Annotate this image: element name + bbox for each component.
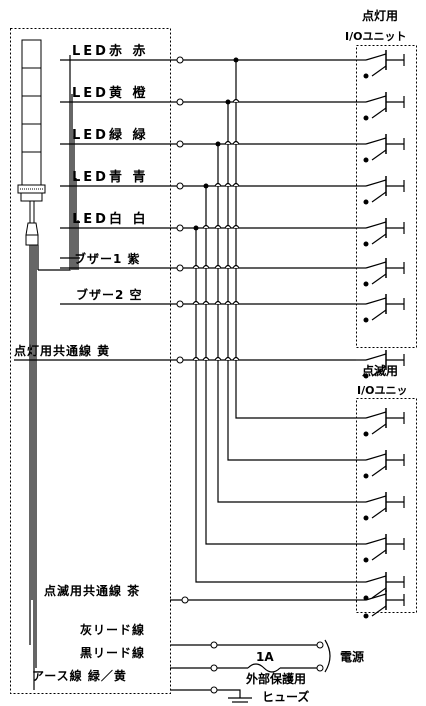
power-section [170,639,331,703]
wire-hop [192,300,200,305]
tower-fanout [29,55,80,690]
transistor-icon [356,176,405,205]
terminal-circle [176,224,184,232]
wire-hop [232,98,240,103]
wire-label: LED青 青 [72,169,148,185]
flashing-unit-subtitle: I/Oユニッ [357,384,407,397]
terminal-circle [176,182,184,190]
junction-dot [215,141,221,147]
wire-hop [214,224,222,229]
transistor-icon [356,294,405,323]
wire-hop [224,356,232,361]
flashing-io-unit-box [356,398,417,613]
fuse-label: 外部保護用 [246,671,306,686]
wire-label: アース線 緑／黄 [32,668,127,683]
wire-label: LED黄 橙 [72,85,148,101]
fuse-label: ヒューズ [262,689,309,704]
wire-label: 点滅用共通線 茶 [44,583,140,598]
junction-dot [193,225,199,231]
wire-hop [202,224,210,229]
wire-hop [232,300,240,305]
transistor-icon [356,258,405,287]
terminal-circle [176,140,184,148]
wire-hop [224,300,232,305]
wire-hop [202,300,210,305]
power-label: 電源 [340,649,364,664]
branch-wire [235,60,356,419]
wire-label: LED緑 緑 [72,127,148,143]
tower-enclosure [10,28,171,694]
terminal-circle [210,641,218,649]
wire-hop [214,264,222,269]
transistor-icon [356,350,405,379]
wire-hop [192,356,200,361]
lighting-unit-title: 点灯用 [362,8,398,23]
wire-label: 灰リード線 [80,622,145,637]
wire-hop [224,182,232,187]
lighting-unit-subtitle: I/Oユニット [345,30,406,43]
terminal-circle [181,596,189,604]
branch-wire [227,102,356,461]
wire-label: LED赤 赤 [72,43,148,59]
wire-hop [232,182,240,187]
terminal-circle [176,264,184,272]
wire-label: LED白 白 [72,211,148,227]
transistor-icon [356,590,405,619]
wire-label: ブザー1 紫 [74,251,141,266]
transistor-icon [356,492,405,521]
power-terminal [316,664,324,672]
transistor-icon [356,92,405,121]
wire-hop [232,140,240,145]
fuse-rating: 1A [256,650,274,664]
wire-hop [202,264,210,269]
transistor-icon [356,572,405,601]
wire-hop [202,356,210,361]
wire-hop [224,264,232,269]
terminal-circle [210,686,218,694]
power-terminal [316,641,324,649]
transistor-icon [356,534,405,563]
transistor-icon [356,50,405,79]
branch-wire [195,228,356,583]
wire-hop [192,264,200,269]
branch-wire [205,186,356,545]
lighting-io-unit-box [356,45,417,348]
wire-hop [214,356,222,361]
transistor-icon [356,218,405,247]
transistor-icon [356,450,405,479]
transistor-icon [356,408,405,437]
terminal-circle [176,56,184,64]
terminal-circle [176,356,184,364]
wire-label: ブザー2 空 [76,287,143,302]
wire-hop [232,224,240,229]
wire-hop [214,182,222,187]
junction-dot [225,99,231,105]
junction-dot [203,183,209,189]
wire-hop [224,140,232,145]
terminal-circle [176,300,184,308]
flashing-unit-title: 点滅用 [362,363,398,378]
transistor-icon [356,134,405,163]
wire-hop [232,264,240,269]
junction-dot [233,57,239,63]
wire-label: 点灯用共通線 黄 [14,343,110,358]
wire-hop [224,224,232,229]
signal-tower-icon [17,39,46,246]
terminal-circle [210,664,218,672]
wire-hop [232,356,240,361]
terminal-circle [176,98,184,106]
wire-label: 黒リード線 [80,645,145,660]
branch-wire [217,144,356,503]
wire-hop [214,300,222,305]
